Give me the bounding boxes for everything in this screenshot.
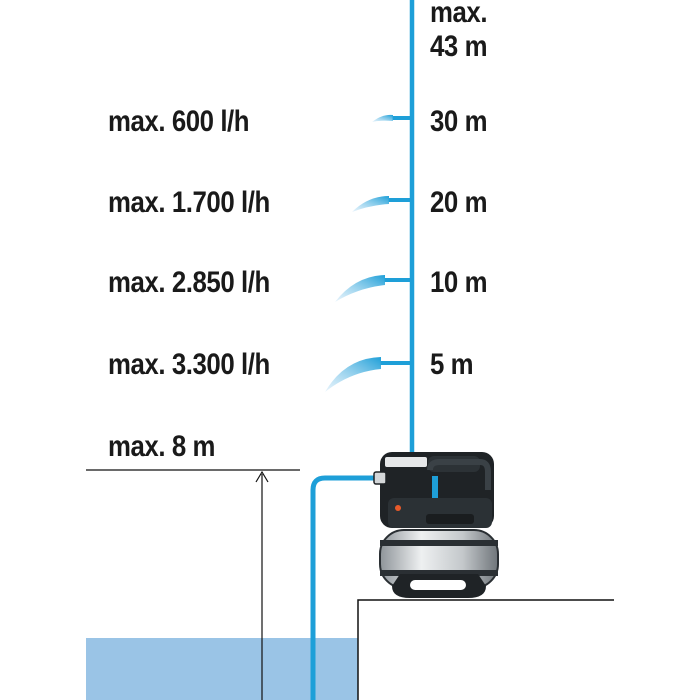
platform-outline (357, 599, 614, 700)
flow-label-10m: max. 2.850 l/h (108, 266, 270, 299)
height-label-10m: 10 m (430, 266, 488, 299)
flow-label-30m: max. 600 l/h (108, 105, 250, 138)
water-jet-20m (352, 196, 389, 212)
pump-unit (373, 452, 499, 598)
height-label-5m: 5 m (430, 348, 474, 381)
flow-label-5m: max. 3.300 l/h (108, 348, 270, 381)
water-jet-10m (335, 275, 385, 302)
height-label-30m: 30 m (430, 105, 488, 138)
water-jet-5m (325, 357, 381, 392)
max-height-label-line2: 43 m (430, 30, 488, 63)
suction-pipe (310, 475, 388, 700)
height-label-20m: 20 m (430, 186, 488, 219)
max-height-label-line1: max. (430, 0, 488, 29)
water-body (86, 638, 358, 700)
arrow-head (255, 470, 269, 483)
flow-label-20m: max. 1.700 l/h (108, 186, 270, 219)
water-jet-30m (372, 114, 393, 122)
suction-depth-label: max. 8 m (108, 430, 216, 463)
